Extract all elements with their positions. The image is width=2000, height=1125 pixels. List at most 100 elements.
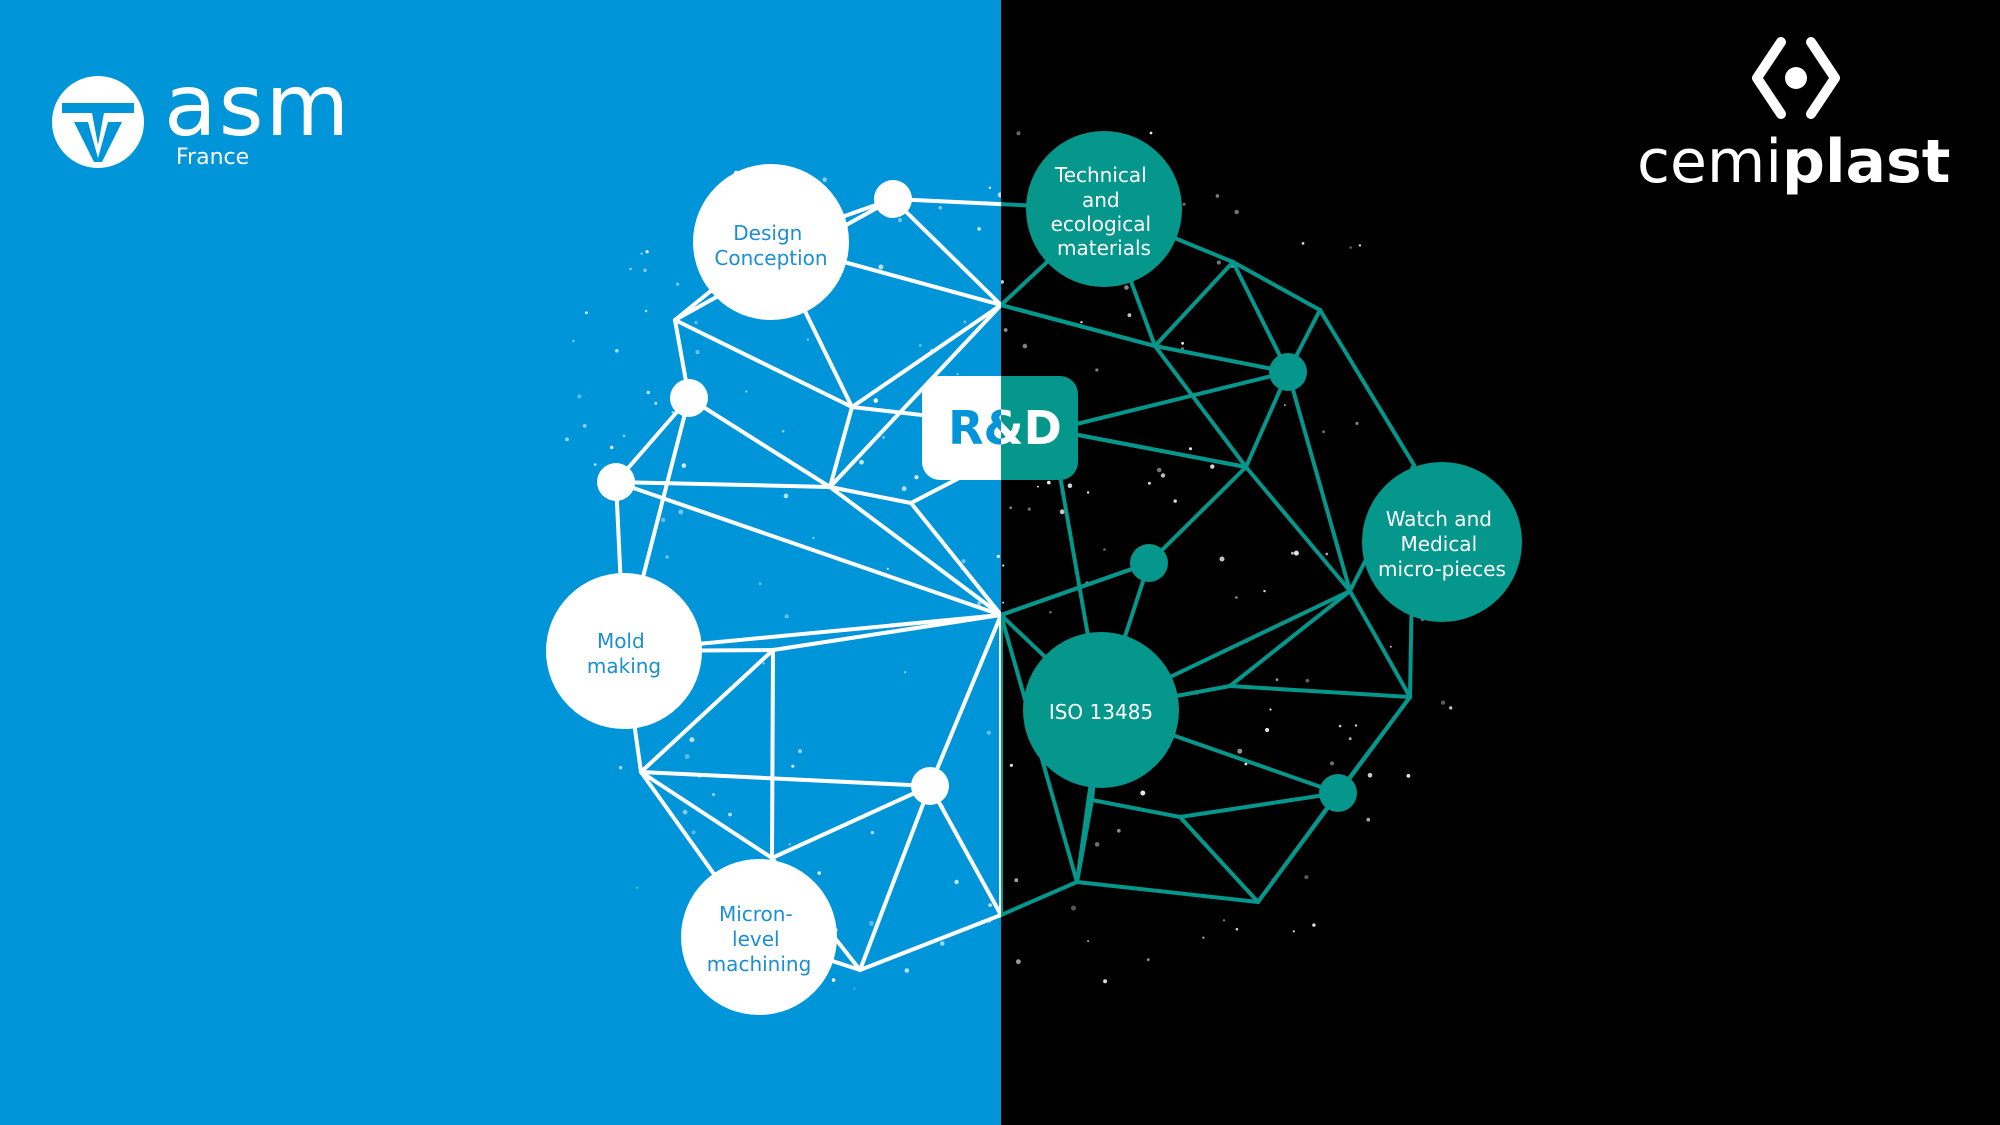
svg-text:cemiplast: cemiplast (1637, 127, 1950, 197)
node-design-line-1: Design (733, 221, 802, 245)
dust-particle (1002, 601, 1005, 604)
network-edge (828, 303, 1001, 489)
dust-particle (1095, 368, 1099, 372)
dust-particle (1358, 244, 1362, 247)
svg-text:ISO 13485: ISO 13485 (1049, 700, 1153, 724)
dust-particle (1146, 958, 1150, 962)
dust-particle (853, 987, 856, 990)
network-edge (771, 613, 1001, 652)
node-technical-line-3: ecological (1051, 212, 1151, 236)
network-edge (909, 501, 1001, 617)
dust-particle (1265, 727, 1270, 733)
dust-particle (665, 555, 669, 559)
node-mold-line-2: making (587, 654, 661, 678)
asm-logo: asm France (52, 56, 349, 170)
dust-particle (689, 737, 695, 743)
dust-particle (676, 282, 680, 286)
dust-particle (988, 903, 992, 907)
dust-particle (745, 390, 748, 393)
dust-particle (1094, 842, 1100, 847)
dust-particle (1047, 480, 1051, 485)
dust-particle (1301, 242, 1305, 245)
dust-particle (986, 730, 991, 735)
dust-particle (615, 349, 619, 353)
node-design-line-2: Conception (714, 246, 827, 270)
dust-particle (882, 436, 885, 439)
cemiplast-logo: cemiplast (1637, 37, 1950, 197)
dust-particle (610, 445, 614, 450)
network-edges-right (1001, 202, 1416, 918)
node-iso-13485: ISO 13485 (1023, 632, 1179, 788)
dust-particle (1291, 551, 1294, 555)
dust-particle (1022, 343, 1028, 349)
dust-particle (1338, 724, 1342, 728)
dust-particle (1003, 328, 1008, 332)
network-edge (614, 480, 832, 489)
dust-particle (640, 252, 643, 255)
network-edge (828, 485, 1001, 617)
dust-particle (1149, 131, 1153, 135)
network-edge (1075, 798, 1094, 884)
network-edge (1050, 370, 1290, 432)
network-edge (1147, 465, 1248, 565)
dust-particle (1325, 552, 1329, 556)
network-edge (1090, 798, 1182, 819)
dust-particle (644, 309, 648, 313)
node-watch-line-2: Medical (1401, 532, 1478, 556)
dust-particle (1027, 507, 1031, 511)
dust-particle (622, 434, 626, 438)
dust-particle (636, 886, 639, 889)
dust-particle (798, 749, 802, 754)
dust-particle (694, 320, 698, 325)
dust-particle (977, 601, 982, 606)
network-edge (1001, 880, 1079, 917)
network-edge (1178, 791, 1340, 819)
network-joint-node (1130, 544, 1168, 582)
network-edge (1348, 589, 1412, 699)
dust-particle (870, 830, 875, 835)
dust-particle (1103, 979, 1108, 984)
network-edge (1153, 260, 1235, 348)
dust-particle (1237, 748, 1243, 754)
network-edge (673, 318, 854, 409)
dust-particle (1216, 260, 1221, 265)
dust-particle (1037, 485, 1039, 488)
dust-particle (1219, 556, 1225, 562)
network-edge (1256, 791, 1340, 904)
network-edge (828, 485, 913, 505)
dust-particle (897, 218, 903, 223)
dust-particle (1440, 700, 1446, 705)
network-edge (1228, 684, 1412, 699)
dust-particle (1001, 280, 1004, 284)
network-edge (1050, 428, 1248, 469)
asm-emblem-icon (52, 76, 144, 168)
node-mold-line-1: Mold (597, 629, 645, 653)
dust-particle (1366, 817, 1371, 822)
dust-particle (954, 879, 959, 885)
dust-particle (1389, 645, 1392, 648)
dust-particle (1354, 724, 1358, 727)
network-joint-node (670, 379, 708, 417)
dust-particle (1009, 506, 1013, 510)
network-edge (858, 913, 1001, 972)
dust-particle (783, 493, 789, 499)
network-edge (1153, 344, 1248, 469)
network-joint-node (1319, 774, 1357, 812)
node-technical-line-4: materials (1057, 236, 1151, 260)
svg-text:Technical and: Technical and ecological materials (1051, 163, 1158, 260)
rd-label-right: R&D (948, 401, 1062, 455)
svg-text:Design Conception: Design Conception (714, 221, 827, 270)
dust-particle (728, 812, 732, 817)
dust-particle (1349, 246, 1352, 249)
node-technical-line-2: and (1082, 188, 1120, 212)
network-edge (928, 784, 1001, 917)
dust-particle (1181, 341, 1184, 345)
dust-particle (1329, 761, 1335, 766)
dust-particle (1322, 430, 1326, 434)
dust-particle (1189, 447, 1192, 451)
dust-particle (1009, 763, 1013, 767)
node-iso-line-1: ISO 13485 (1049, 700, 1153, 724)
dust-particle (961, 559, 966, 564)
dust-particle (691, 830, 696, 835)
dust-particle (684, 754, 690, 759)
